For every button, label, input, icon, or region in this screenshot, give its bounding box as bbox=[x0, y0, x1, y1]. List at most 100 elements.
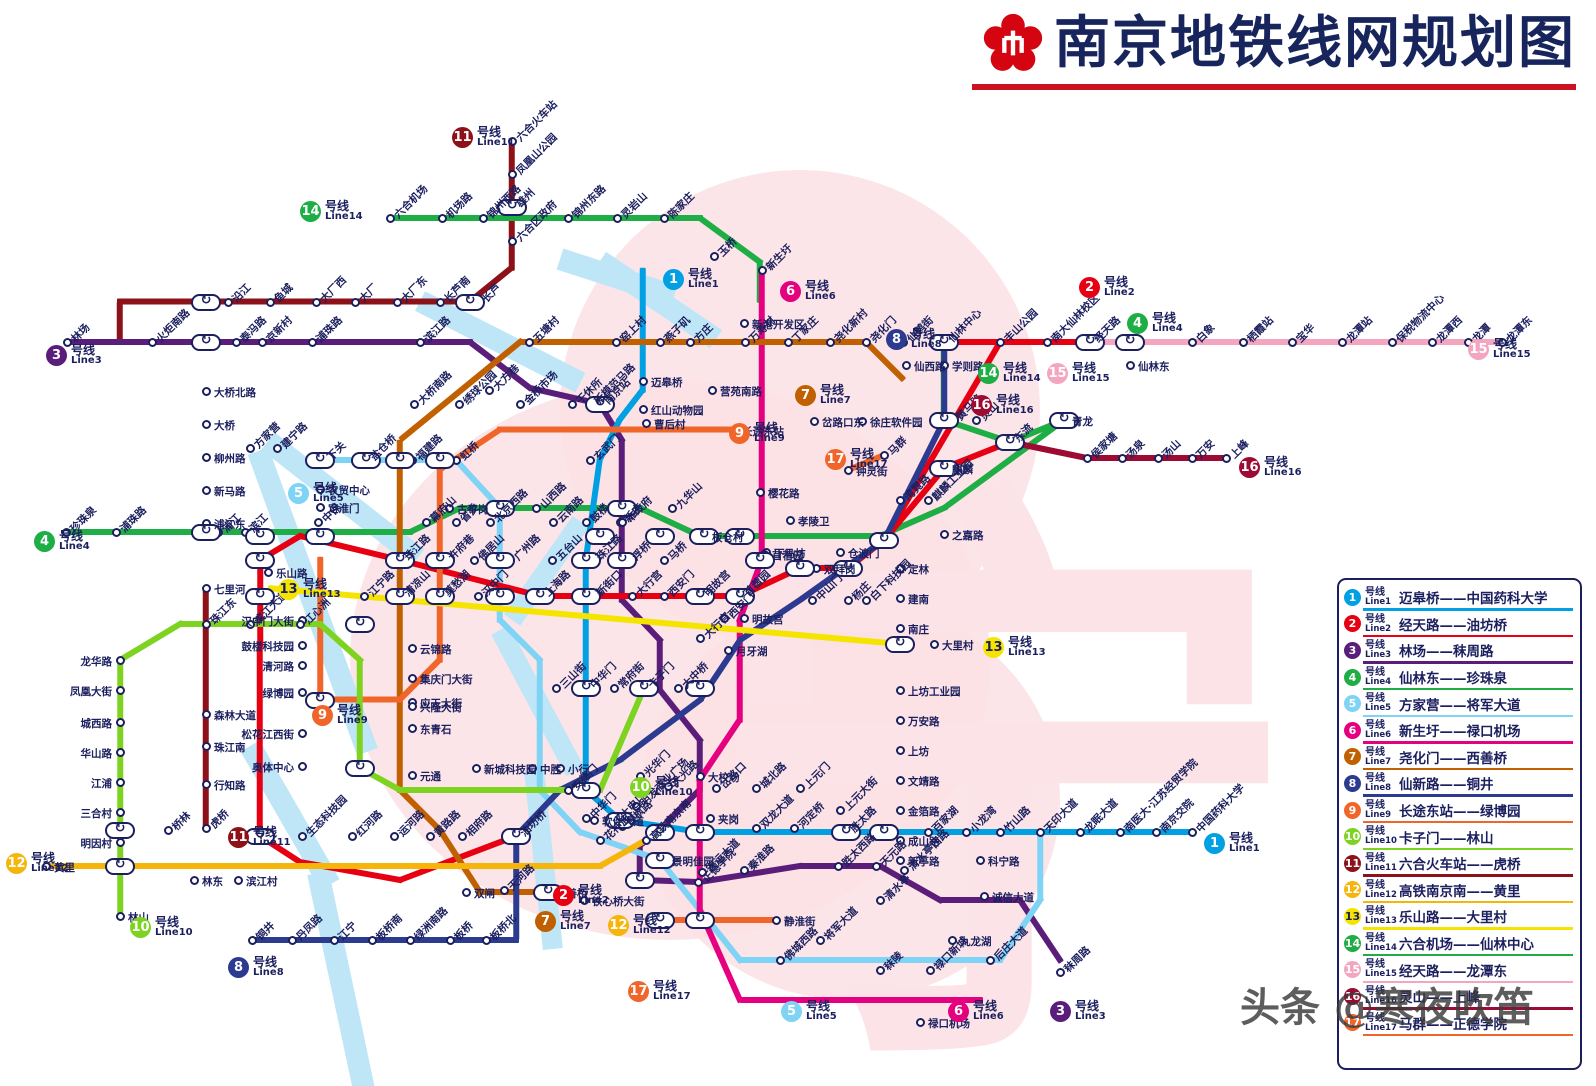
interchange-station-marker[interactable] bbox=[571, 679, 601, 697]
station-marker[interactable] bbox=[667, 503, 677, 513]
station-marker[interactable] bbox=[115, 777, 125, 787]
interchange-station-marker[interactable] bbox=[485, 551, 515, 569]
station-marker[interactable] bbox=[815, 935, 825, 945]
station-marker[interactable] bbox=[425, 831, 435, 841]
station-marker[interactable] bbox=[751, 783, 761, 793]
interchange-station-marker[interactable] bbox=[425, 451, 455, 469]
interchange-station-marker[interactable] bbox=[191, 293, 221, 311]
station-marker[interactable] bbox=[201, 709, 211, 719]
station-marker[interactable] bbox=[875, 965, 885, 975]
station-marker[interactable] bbox=[257, 337, 267, 347]
interchange-station-marker[interactable] bbox=[585, 527, 615, 545]
station-marker[interactable] bbox=[313, 517, 323, 527]
station-marker[interactable] bbox=[201, 452, 211, 462]
interchange-station-marker[interactable] bbox=[725, 527, 755, 545]
interchange-station-marker[interactable] bbox=[191, 523, 221, 541]
station-marker[interactable] bbox=[507, 136, 517, 146]
interchange-station-marker[interactable] bbox=[685, 823, 715, 841]
station-marker[interactable] bbox=[189, 875, 199, 885]
station-marker[interactable] bbox=[871, 861, 881, 871]
interchange-station-marker[interactable] bbox=[1115, 333, 1145, 351]
interchange-station-marker[interactable] bbox=[645, 851, 675, 869]
interchange-station-marker[interactable] bbox=[629, 679, 659, 697]
station-marker[interactable] bbox=[925, 965, 935, 975]
station-marker[interactable] bbox=[895, 495, 905, 505]
station-marker[interactable] bbox=[709, 251, 719, 261]
station-marker[interactable] bbox=[444, 503, 454, 513]
station-marker[interactable] bbox=[548, 517, 558, 527]
interchange-station-marker[interactable] bbox=[385, 551, 415, 569]
station-marker[interactable] bbox=[201, 619, 211, 629]
station-marker[interactable] bbox=[201, 823, 211, 833]
station-marker[interactable] bbox=[347, 831, 357, 841]
station-marker[interactable] bbox=[579, 895, 589, 905]
station-marker[interactable] bbox=[757, 265, 767, 275]
station-marker[interactable] bbox=[507, 169, 517, 179]
station-marker[interactable] bbox=[695, 771, 705, 781]
station-marker[interactable] bbox=[407, 723, 417, 733]
station-marker[interactable] bbox=[407, 673, 417, 683]
station-marker[interactable] bbox=[985, 955, 995, 965]
station-marker[interactable] bbox=[115, 837, 125, 847]
station-marker[interactable] bbox=[469, 555, 479, 565]
station-marker[interactable] bbox=[707, 385, 717, 395]
station-marker[interactable] bbox=[457, 831, 467, 841]
station-marker[interactable] bbox=[115, 911, 125, 921]
station-marker[interactable] bbox=[843, 465, 853, 475]
station-marker[interactable] bbox=[245, 619, 255, 629]
station-marker[interactable] bbox=[929, 639, 939, 649]
station-marker[interactable] bbox=[1125, 360, 1135, 370]
station-marker[interactable] bbox=[555, 763, 565, 773]
station-marker[interactable] bbox=[719, 613, 729, 623]
station-marker[interactable] bbox=[1497, 337, 1507, 347]
interchange-station-marker[interactable] bbox=[571, 587, 601, 605]
station-marker[interactable] bbox=[435, 297, 445, 307]
station-marker[interactable] bbox=[861, 595, 871, 605]
station-marker[interactable] bbox=[895, 563, 905, 573]
station-marker[interactable] bbox=[895, 775, 905, 785]
interchange-station-marker[interactable] bbox=[485, 499, 515, 517]
station-marker[interactable] bbox=[899, 865, 909, 875]
station-marker[interactable] bbox=[451, 517, 461, 527]
station-marker[interactable] bbox=[833, 861, 843, 871]
station-marker[interactable] bbox=[695, 633, 705, 643]
station-marker[interactable] bbox=[612, 213, 622, 223]
station-marker[interactable] bbox=[611, 337, 621, 347]
station-marker[interactable] bbox=[287, 935, 297, 945]
station-marker[interactable] bbox=[405, 935, 415, 945]
station-marker[interactable] bbox=[297, 660, 307, 670]
station-marker[interactable] bbox=[1427, 337, 1437, 347]
interchange-station-marker[interactable] bbox=[645, 823, 675, 841]
station-marker[interactable] bbox=[663, 781, 673, 791]
station-marker[interactable] bbox=[979, 891, 989, 901]
interchange-station-marker[interactable] bbox=[625, 871, 655, 889]
station-marker[interactable] bbox=[567, 399, 577, 409]
interchange-station-marker[interactable] bbox=[105, 821, 135, 839]
station-marker[interactable] bbox=[971, 415, 981, 425]
station-marker[interactable] bbox=[785, 515, 795, 525]
station-marker[interactable] bbox=[1387, 337, 1397, 347]
station-marker[interactable] bbox=[655, 337, 665, 347]
interchange-station-marker[interactable] bbox=[571, 781, 601, 799]
interchange-station-marker[interactable] bbox=[689, 527, 719, 545]
station-marker[interactable] bbox=[115, 747, 125, 757]
interchange-station-marker[interactable] bbox=[685, 587, 715, 605]
station-marker[interactable] bbox=[901, 360, 911, 370]
